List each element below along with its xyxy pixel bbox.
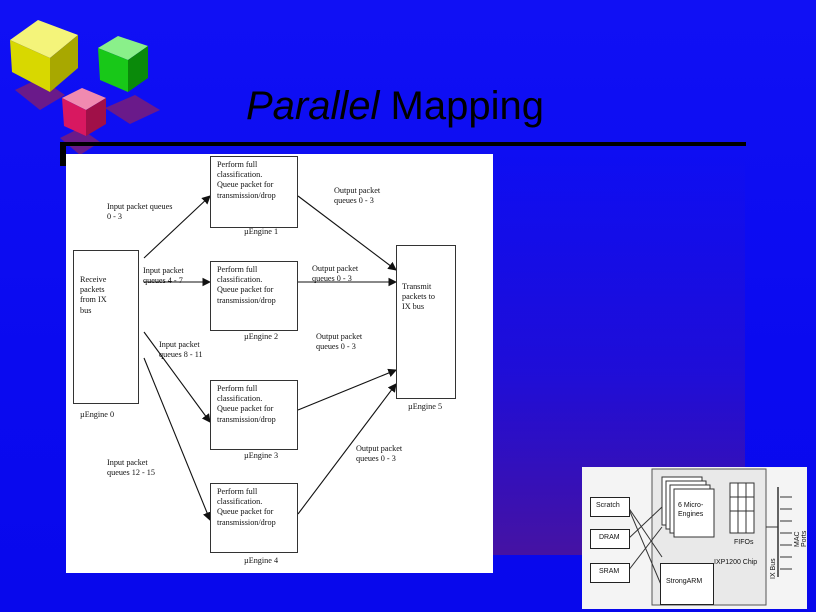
fifos-label: FIFOs xyxy=(734,539,754,546)
arrow-e4-e5 xyxy=(297,383,397,515)
engine3-box: Perform full classification. Queue packe… xyxy=(210,380,298,450)
slide-title: Parallel Mapping xyxy=(246,84,544,134)
engine4-text: Perform full classification. Queue packe… xyxy=(217,487,276,527)
strongarm-box: StrongARM xyxy=(660,563,714,605)
engine4-box: Perform full classification. Queue packe… xyxy=(210,483,298,553)
input-label-0: Input packet queues 0 - 3 xyxy=(107,202,173,222)
input-label-1: Input packet queues 4 - 7 xyxy=(143,266,184,286)
engine5-text: Transmit packets to IX bus xyxy=(402,282,435,312)
engine0-text: Receive packets from IX bus xyxy=(80,275,107,315)
sram-box: SRAM xyxy=(590,563,630,583)
strongarm-label: StrongARM xyxy=(666,578,703,585)
engine2-box: Perform full classification. Queue packe… xyxy=(210,261,298,331)
engine4-label: µEngine 4 xyxy=(244,556,279,565)
engine0-box: Receive packets from IX bus xyxy=(73,250,139,404)
parallel-mapping-diagram: Receive packets from IX bus µEngine 0 Pe… xyxy=(66,154,493,573)
output-label-3: Output packet queues 0 - 3 xyxy=(316,332,363,352)
ix-bus-label: IX Bus xyxy=(770,558,777,579)
engine3-text: Perform full classification. Queue packe… xyxy=(217,384,276,424)
engine2-text: Perform full classification. Queue packe… xyxy=(217,265,276,305)
dram-box: DRAM xyxy=(590,529,630,549)
engine5-label: µEngine 5 xyxy=(408,402,443,411)
dram-label: DRAM xyxy=(599,534,620,541)
arrow-e0-e4 xyxy=(143,357,212,522)
output-label-2: Output packet queues 0 - 3 xyxy=(312,264,359,284)
micro-engines-label: 6 Micro- Engines xyxy=(678,502,704,518)
diagram-arrows xyxy=(143,195,398,522)
engine5-box: Transmit packets to IX bus xyxy=(396,245,456,399)
engine1-text: Perform full classification. Queue packe… xyxy=(217,160,276,200)
chip-label: IXP1200 Chip xyxy=(714,559,758,566)
engine3-label: µEngine 3 xyxy=(244,451,279,460)
ixp1200-chip-diagram: Scratch DRAM SRAM 6 Micro- Engines FIFOs… xyxy=(582,467,808,609)
input-label-3: Input packet queues 12 - 15 xyxy=(107,458,155,478)
title-italic: Parallel xyxy=(246,84,380,128)
mac-ports-label: MAC Ports xyxy=(794,530,808,547)
engine1-label: µEngine 1 xyxy=(244,227,279,236)
sram-label: SRAM xyxy=(599,568,620,575)
title-rest: Mapping xyxy=(390,84,544,128)
scratch-label: Scratch xyxy=(596,502,620,509)
input-label-2: Input packet queues 8 - 11 xyxy=(159,340,203,360)
title-rule xyxy=(60,142,746,146)
engine1-box: Perform full classification. Queue packe… xyxy=(210,156,298,228)
engine2-label: µEngine 2 xyxy=(244,332,279,341)
output-label-4: Output packet queues 0 - 3 xyxy=(356,444,403,464)
title-rule-tick xyxy=(60,146,66,166)
arrow-e3-e5 xyxy=(297,368,398,411)
output-label-1: Output packet queues 0 - 3 xyxy=(334,186,381,206)
scratch-box: Scratch xyxy=(590,497,630,517)
engine0-label: µEngine 0 xyxy=(80,410,115,419)
colored-cubes-logo-icon xyxy=(10,20,160,155)
arrow-e0-e3 xyxy=(143,331,211,423)
arrow-e0-e1 xyxy=(143,195,211,259)
arrow-e1-e5 xyxy=(297,195,397,271)
